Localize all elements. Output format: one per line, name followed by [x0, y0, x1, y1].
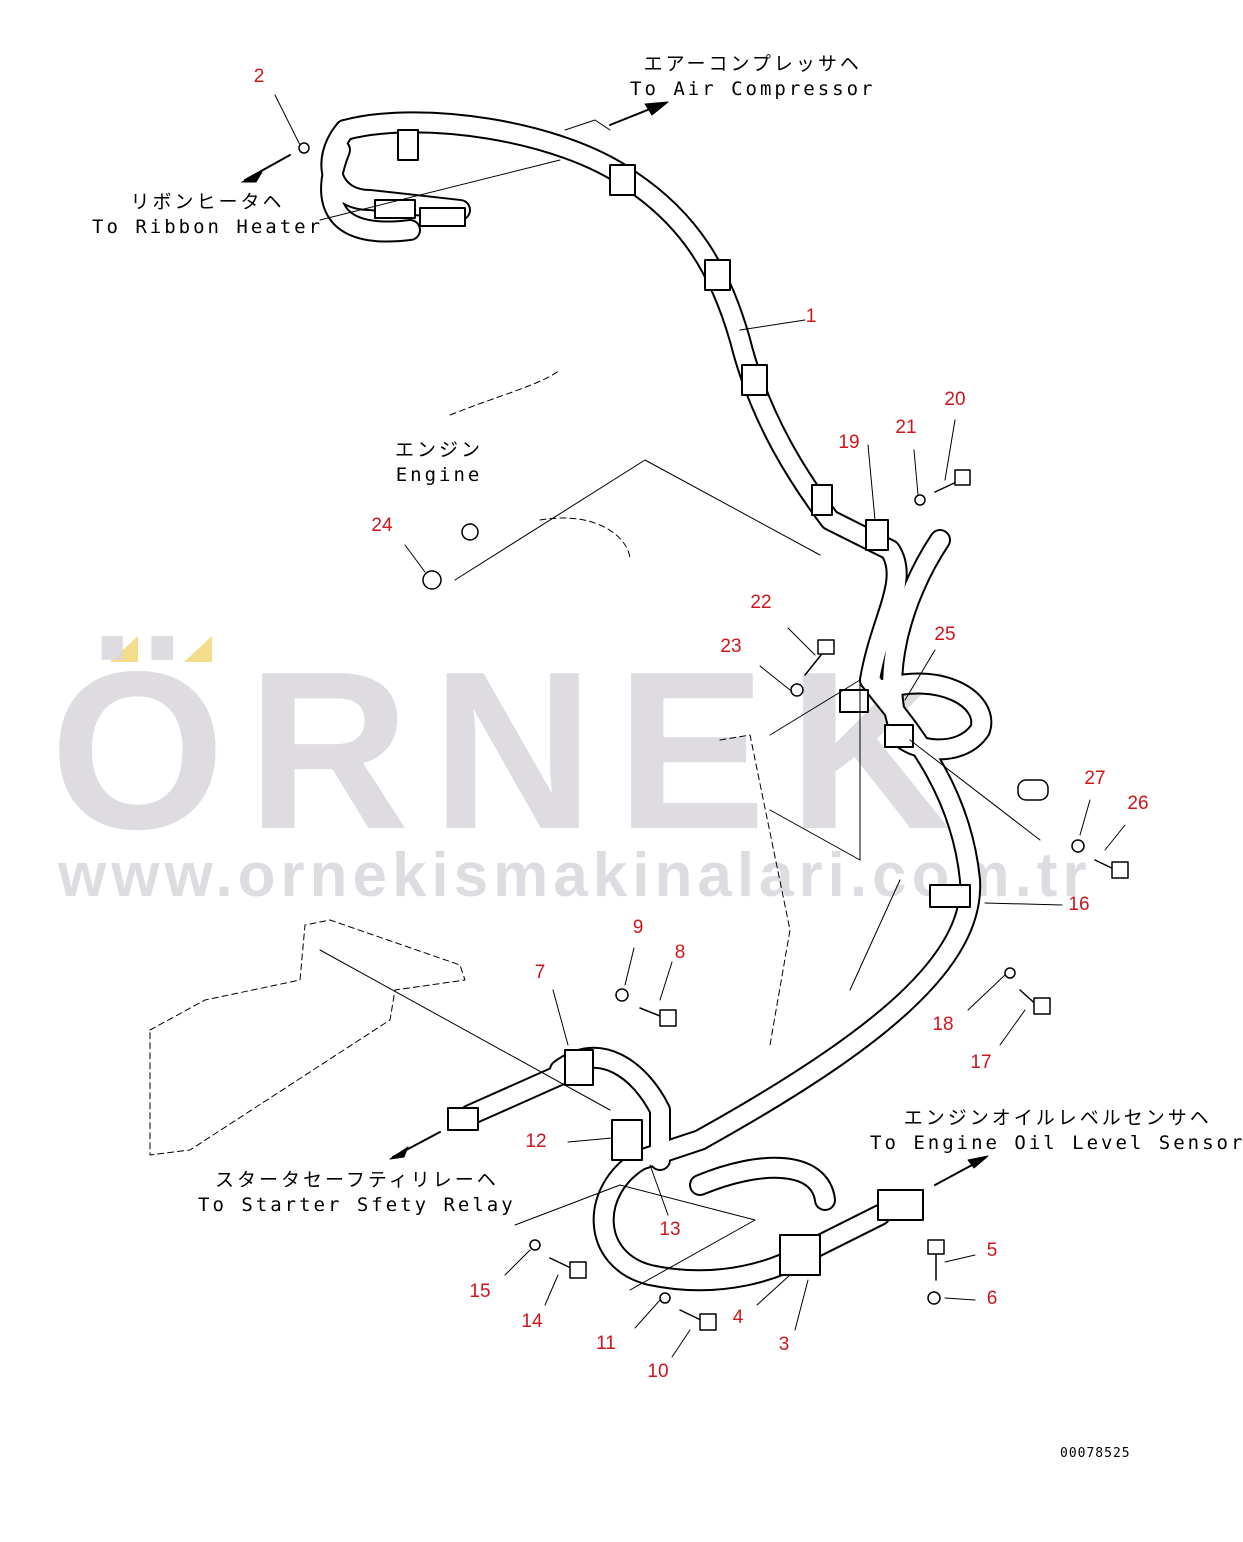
note-engine: エンジン Engine — [395, 438, 483, 488]
callout-9: 9 — [632, 917, 644, 938]
callout-16: 16 — [1068, 894, 1090, 915]
callout-21: 21 — [895, 417, 917, 438]
callout-17: 17 — [970, 1052, 992, 1073]
note-en: To Starter Sfety Relay — [198, 1194, 516, 1216]
callout-11: 11 — [596, 1333, 616, 1354]
callout-24: 24 — [371, 515, 393, 536]
note-en: To Air Compressor — [630, 78, 876, 100]
callout-1: 1 — [805, 306, 817, 327]
callout-22: 22 — [750, 592, 772, 613]
note-en: To Engine Oil Level Sensor — [870, 1132, 1243, 1154]
callout-5: 5 — [986, 1240, 998, 1261]
callout-20: 20 — [944, 389, 966, 410]
callout-25: 25 — [934, 624, 956, 645]
callout-26: 26 — [1127, 793, 1149, 814]
callout-10: 10 — [647, 1361, 669, 1382]
callout-27: 27 — [1084, 768, 1106, 789]
callout-19: 19 — [838, 432, 860, 453]
callout-15: 15 — [469, 1281, 491, 1302]
callout-12: 12 — [525, 1131, 547, 1152]
leader-lines — [274, 94, 1126, 1358]
callout-6: 6 — [986, 1288, 998, 1309]
callout-14: 14 — [521, 1311, 543, 1332]
logo-accent-left — [110, 636, 138, 662]
callout-4: 4 — [732, 1307, 744, 1328]
note-oil-level-sensor: エンジンオイルレベルセンサヘ To Engine Oil Level Sensor — [870, 1106, 1243, 1156]
callout-18: 18 — [932, 1014, 954, 1035]
watermark-url: www.ornekismakinalari.com.tr — [58, 841, 1092, 910]
callout-2: 2 — [253, 66, 265, 87]
callout-7: 7 — [534, 962, 546, 983]
note-en: To Ribbon Heater — [92, 216, 324, 238]
logo-accent-right — [184, 636, 212, 662]
clamps — [374, 129, 971, 1276]
frame-outline — [149, 369, 791, 1156]
note-jp: スタータセーフティリレーヘ — [214, 1169, 499, 1191]
callout-3: 3 — [778, 1334, 790, 1355]
note-jp: エアーコンプレッサヘ — [643, 53, 862, 75]
document-number: 00078525 — [1060, 1446, 1131, 1461]
note-starter-relay: スタータセーフティリレーヘ To Starter Sfety Relay — [198, 1168, 516, 1218]
callout-13: 13 — [659, 1219, 681, 1240]
note-air-compressor: エアーコンプレッサヘ To Air Compressor — [630, 52, 875, 102]
note-ribbon-heater: リボンヒータヘ To Ribbon Heater — [92, 190, 323, 240]
note-jp: エンジンオイルレベルセンサヘ — [903, 1107, 1212, 1129]
callout-8: 8 — [674, 942, 686, 963]
note-en: Engine — [395, 464, 483, 486]
watermark-logo: ÖRNEK — [50, 624, 973, 876]
note-jp: エンジン — [395, 439, 484, 461]
direction-arrows — [241, 101, 989, 1186]
callout-23: 23 — [720, 636, 742, 657]
fasteners — [298, 142, 1129, 1331]
note-jp: リボンヒータヘ — [130, 191, 285, 213]
